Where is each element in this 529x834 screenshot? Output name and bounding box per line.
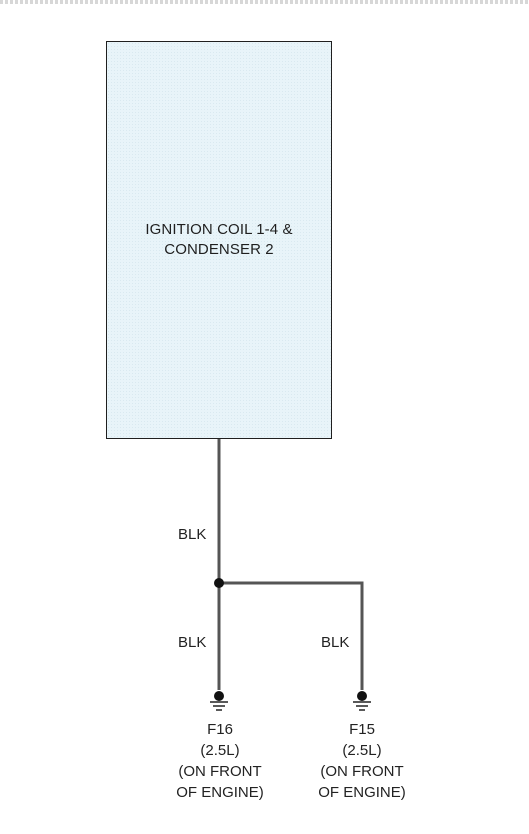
component-name-line1: IGNITION COIL 1-4 & <box>145 221 293 238</box>
ground-id: F16 <box>207 721 233 738</box>
ground-location-line1: (ON FRONT <box>320 763 404 780</box>
upper-wire-color-label: BLK <box>178 526 207 543</box>
component-label: IGNITION COIL 1-4 & CONDENSER 2 <box>107 220 331 260</box>
ground-label-f15: F15 (2.5L) (ON FRONT OF ENGINE) <box>292 719 432 803</box>
top-divider <box>0 0 529 4</box>
ground-label-f16: F16 (2.5L) (ON FRONT OF ENGINE) <box>150 719 290 803</box>
ground-symbol-f15 <box>353 691 371 711</box>
ignition-coil-box: IGNITION COIL 1-4 & CONDENSER 2 <box>106 41 332 439</box>
ground-variant: (2.5L) <box>200 742 240 759</box>
ground-variant: (2.5L) <box>342 742 382 759</box>
ground-id: F15 <box>349 721 375 738</box>
right-branch-wire <box>219 581 364 690</box>
splice-point <box>214 578 224 588</box>
left-wire-color-label: BLK <box>178 634 207 651</box>
right-wire-color-label: BLK <box>321 634 350 651</box>
ground-symbol-f16 <box>210 691 228 711</box>
ground-location-line2: OF ENGINE) <box>318 784 406 801</box>
ground-location-line1: (ON FRONT <box>178 763 262 780</box>
ground-location-line2: OF ENGINE) <box>176 784 264 801</box>
component-name-line2: CONDENSER 2 <box>164 241 274 258</box>
